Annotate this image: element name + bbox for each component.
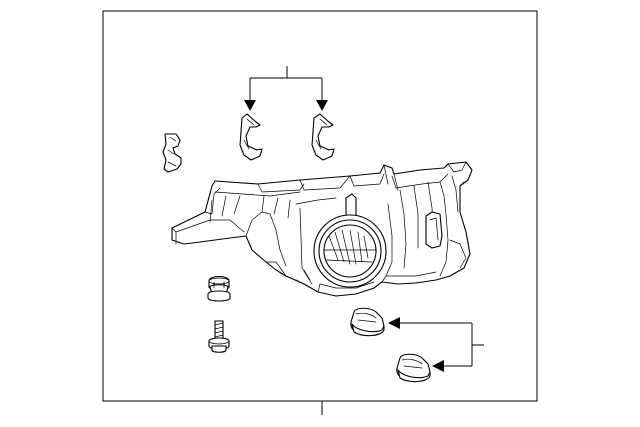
arrowhead: [316, 100, 328, 111]
grommet-icon: [207, 275, 231, 302]
arrowhead: [388, 317, 400, 329]
bolt-icon: [208, 320, 230, 353]
bracket-callout: [244, 66, 328, 111]
arrowhead: [432, 360, 444, 372]
nut-icon: [350, 307, 385, 337]
arrowhead: [244, 100, 256, 111]
nut-callout: [388, 317, 484, 372]
bracket-clip-icon: [239, 113, 263, 161]
bracket-clip-icon: [311, 113, 335, 161]
headlamp-housing-icon: [171, 161, 473, 297]
clip-icon: [162, 133, 182, 173]
nut-icon: [396, 353, 431, 383]
